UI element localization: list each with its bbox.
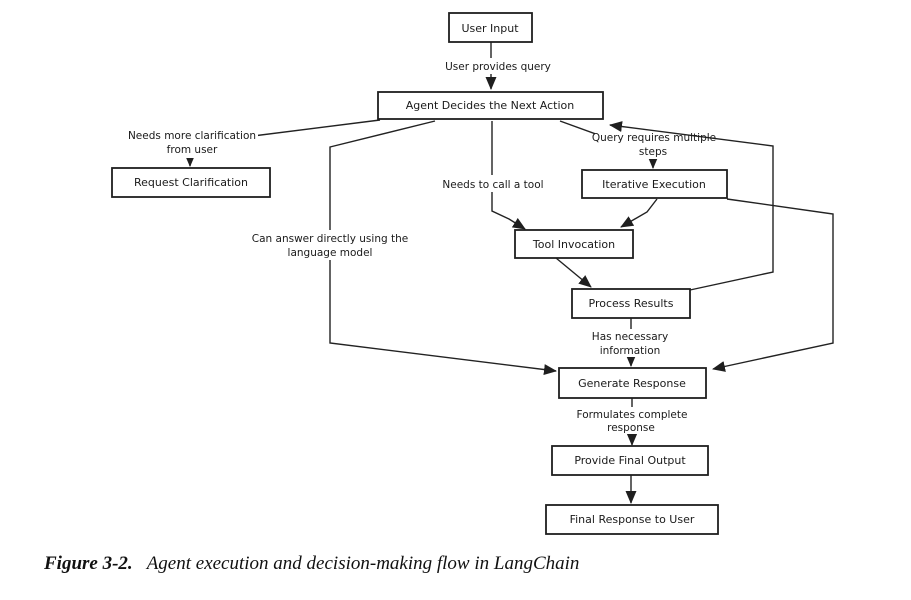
edge-label-bg [440, 175, 546, 192]
edge-label-bg [590, 329, 672, 357]
edge-label-bg [578, 407, 686, 434]
figure-caption-text: Agent execution and decision-making flow… [146, 553, 580, 574]
edge-agent-decides-to-tool-invocation [491, 121, 526, 230]
node-label: Tool Invocation [532, 238, 615, 251]
node-tool-invocation: Tool Invocation [514, 229, 634, 259]
edge-iterative-execution-to-tool-invocation [620, 198, 658, 228]
node-box [571, 288, 691, 319]
node-box [111, 167, 271, 198]
edge-label-user-provides-query: User provides query [445, 61, 551, 73]
edge-label-bg [128, 126, 258, 158]
node-label: User Input [461, 22, 519, 35]
node-box [448, 12, 533, 43]
node-label: Agent Decides the Next Action [406, 99, 575, 112]
edge-label-can-answer-line1: Can answer directly using the [252, 233, 408, 245]
node-request-clarification: Request Clarification [111, 167, 271, 198]
edge-tool-invocation-to-process-results [555, 257, 592, 288]
node-box [545, 504, 719, 535]
node-iterative-execution: Iterative Execution [581, 169, 728, 199]
node-provide-final-output: Provide Final Output [551, 445, 709, 476]
edge-process-results-to-agent-decides [609, 121, 774, 291]
node-label: Process Results [589, 297, 674, 310]
edge-label-bg [254, 230, 406, 260]
node-label: Generate Response [578, 377, 686, 390]
edge-label-has-info-line1: Has necessary [592, 331, 668, 343]
edge-label-formulates-line2: response [607, 422, 655, 434]
node-box [581, 169, 728, 199]
edge-label-has-info-line2: information [600, 345, 661, 357]
node-box [514, 229, 634, 259]
edge-agent-decides-to-request-clarification [252, 119, 381, 137]
node-label: Iterative Execution [602, 178, 706, 191]
edge-iterative-execution-to-generate-response [712, 198, 834, 372]
edge-label-bg [438, 58, 558, 74]
node-label: Request Clarification [134, 176, 248, 189]
edge-label-needs-clarification-line2: from user [167, 144, 218, 156]
figure-caption: Figure 3-2. Agent execution and decision-… [44, 553, 579, 575]
node-generate-response: Generate Response [558, 367, 707, 399]
node-box [377, 91, 604, 120]
node-user-input: User Input [448, 12, 533, 43]
edge-label-needs-tool: Needs to call a tool [442, 179, 543, 191]
edge-label-formulates-line1: Formulates complete [577, 409, 688, 421]
node-final-response: Final Response to User [545, 504, 719, 535]
edge-label-needs-clarification-line1: Needs more clarification [128, 130, 256, 142]
edge-label-bg [595, 129, 715, 159]
node-agent-decides: Agent Decides the Next Action [377, 91, 604, 120]
edge-label-query-steps-line2: steps [639, 146, 667, 158]
node-label: Provide Final Output [574, 454, 686, 467]
node-label: Final Response to User [570, 513, 695, 526]
node-box [558, 367, 707, 399]
flowchart: User provides query Needs more clarifica… [111, 12, 834, 535]
figure-caption-label: Figure 3-2. [44, 553, 133, 574]
node-box [551, 445, 709, 476]
edge-label-can-answer-line2: language model [288, 247, 373, 259]
edge-label-query-steps-line1: Query requires multiple [592, 132, 716, 144]
node-process-results: Process Results [571, 288, 691, 319]
